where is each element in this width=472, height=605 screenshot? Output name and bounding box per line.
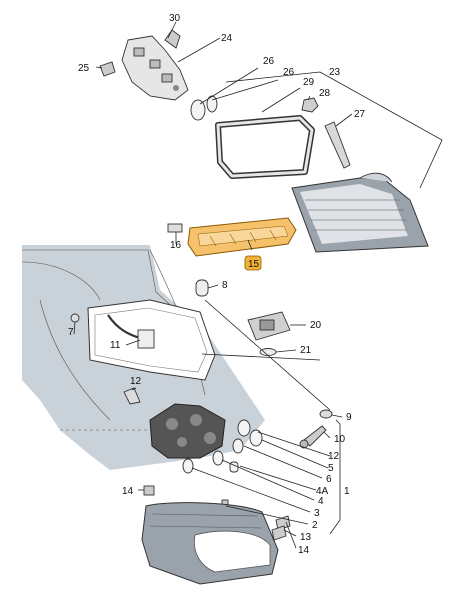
callout-13: 13 xyxy=(300,532,312,543)
bulb-8 xyxy=(195,279,209,297)
gasket-29 xyxy=(215,115,315,179)
bulb-carrier-lower xyxy=(149,403,226,459)
nut-28 xyxy=(301,97,319,113)
callout-29: 29 xyxy=(303,77,315,88)
clip-13 xyxy=(271,525,287,541)
callout-21: 21 xyxy=(300,345,312,356)
callout-27: 27 xyxy=(354,109,366,120)
screw-12a xyxy=(123,387,141,405)
clip-25 xyxy=(99,61,116,77)
callout-14a: 14 xyxy=(122,486,134,497)
callout-4: 4 xyxy=(318,496,324,507)
callout-12b: 12 xyxy=(328,451,340,462)
callout-16: 16 xyxy=(170,240,182,251)
callout-2: 2 xyxy=(312,520,318,531)
callout-6: 6 xyxy=(326,474,332,485)
callout-12a: 12 xyxy=(130,376,142,387)
bulb-26a xyxy=(190,99,206,121)
callout-3: 3 xyxy=(314,508,320,519)
callout-11: 11 xyxy=(110,340,121,351)
callout-15: 15 xyxy=(248,259,260,270)
callout-9: 9 xyxy=(346,412,352,423)
bolt-10 xyxy=(299,425,327,449)
bulb-26b xyxy=(206,95,218,113)
callout-4a: 4A xyxy=(316,486,329,497)
highlighted-lamp-15 xyxy=(187,217,297,257)
callout-7: 7 xyxy=(68,327,74,338)
lower-taillight-lens xyxy=(141,502,279,585)
callout-14b: 14 xyxy=(298,545,310,556)
upper-taillight-lens xyxy=(291,172,429,253)
wiring-harness xyxy=(107,314,155,349)
callout-23: 23 xyxy=(329,67,341,78)
bulb-21 xyxy=(259,348,277,356)
trim-27 xyxy=(324,121,351,169)
callout-20: 20 xyxy=(310,320,322,331)
screw-7 xyxy=(70,313,80,323)
callout-15-badge: 15 xyxy=(244,255,262,271)
callout-24: 24 xyxy=(221,33,233,44)
callout-26b: 26 xyxy=(283,67,295,78)
callout-8: 8 xyxy=(222,280,228,291)
washer-9 xyxy=(319,409,333,419)
callout-5: 5 xyxy=(328,463,334,474)
plate-light-20 xyxy=(247,311,291,341)
clip-14a xyxy=(143,485,155,496)
callout-25: 25 xyxy=(78,63,90,74)
callout-30: 30 xyxy=(169,13,181,24)
callout-10: 10 xyxy=(334,434,346,445)
callout-26a: 26 xyxy=(263,56,275,67)
connector-16 xyxy=(167,223,183,233)
leader-lines xyxy=(73,21,443,549)
callout-1: 1 xyxy=(344,486,350,497)
bulbs-lower xyxy=(182,419,263,474)
callout-28: 28 xyxy=(319,88,331,99)
callout-labels: 30 24 25 26 26 29 23 28 27 16 15 8 7 11 … xyxy=(68,13,366,556)
bulb-carrier-upper xyxy=(121,29,189,101)
